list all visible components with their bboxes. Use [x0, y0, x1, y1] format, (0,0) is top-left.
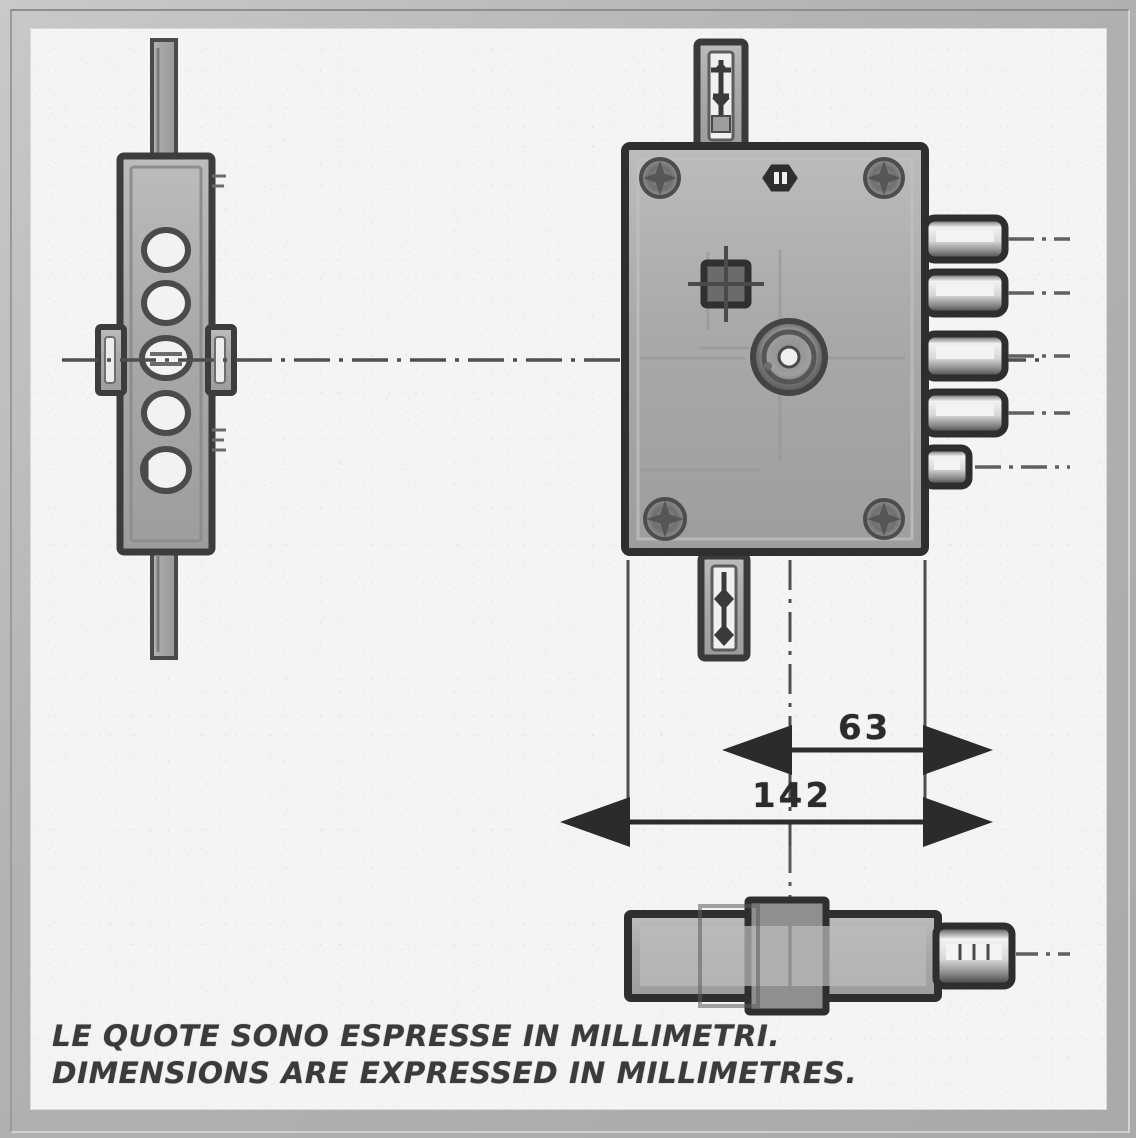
- section-shoulder: [698, 904, 760, 1008]
- dimension-label-63: 63: [838, 708, 892, 748]
- top-fixing-lug: [693, 38, 749, 152]
- bolt-hole: [139, 335, 193, 381]
- faceplate-edge-marks: [212, 174, 226, 452]
- bolt-hole: [141, 390, 191, 436]
- deadbolt: [921, 330, 1009, 382]
- corner-screw: [863, 157, 905, 199]
- faceplate-view: [95, 38, 237, 660]
- faceplate-upper-rod: [150, 38, 178, 168]
- caption-line-english: DIMENSIONS ARE EXPRESSED IN MILLIMETRES.: [52, 1056, 858, 1090]
- caption-line-italian: LE QUOTE SONO ESPRESSE IN MILLIMETRI.: [52, 1019, 781, 1053]
- lock-body-view: [621, 38, 1070, 662]
- square-spindle-hole: [688, 246, 764, 322]
- bolt-hole: [140, 446, 192, 494]
- deadbolt: [921, 268, 1009, 318]
- bolt-centerlines: [975, 237, 1070, 469]
- deadbolt: [921, 388, 1009, 438]
- section-view: [624, 845, 1070, 1016]
- dimension-label-142: 142: [752, 776, 832, 816]
- deadbolts: [921, 214, 1009, 490]
- caption-block: LE QUOTE SONO ESPRESSE IN MILLIMETRI. DI…: [52, 1018, 882, 1092]
- cylinder-hole: [750, 318, 828, 396]
- hex-marking: [762, 164, 798, 192]
- section-bolt: [932, 922, 1016, 990]
- lock-body-corner-screws: [639, 157, 905, 541]
- corner-screw: [639, 157, 681, 199]
- frame-bevel: [10, 9, 1130, 1133]
- latch-bolt: [921, 444, 973, 490]
- faceplate-lower-rod: [150, 546, 178, 660]
- deadbolt: [921, 214, 1009, 264]
- faceplate-bolt-holes: [139, 227, 193, 494]
- corner-screw: [863, 498, 905, 540]
- bolt-hole: [141, 227, 191, 273]
- bottom-fixing-lug: [697, 552, 751, 662]
- corner-screw: [643, 497, 687, 541]
- dimension-block: [560, 560, 993, 860]
- bolt-hole: [141, 280, 191, 326]
